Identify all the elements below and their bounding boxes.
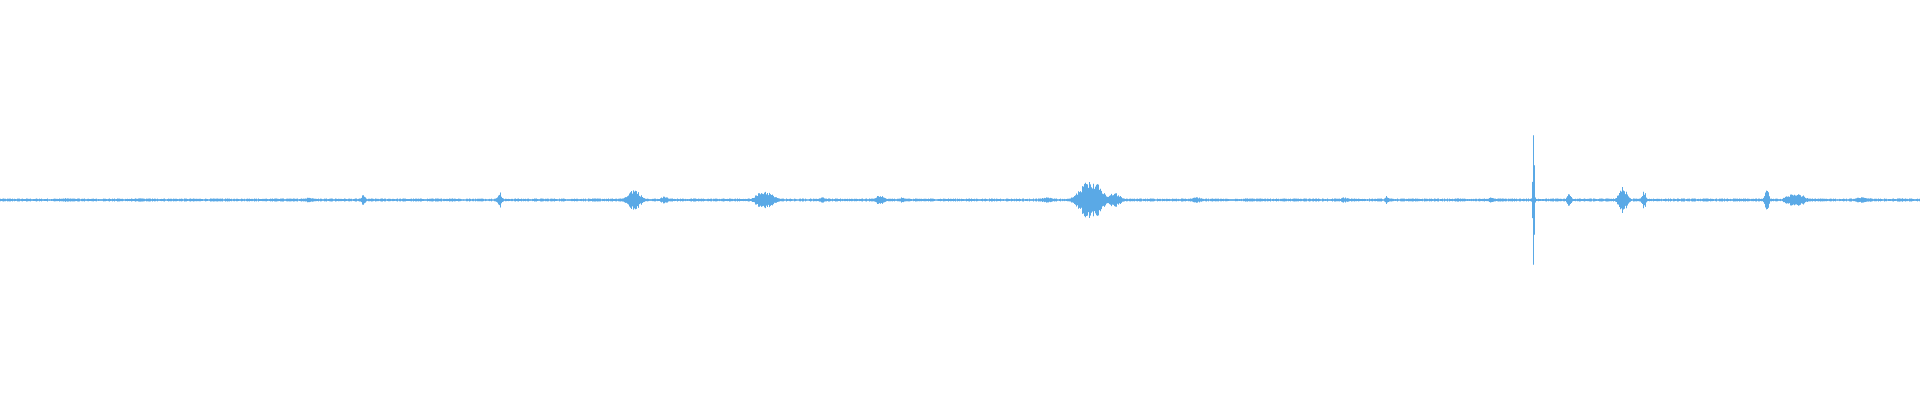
waveform-trace (0, 135, 1920, 265)
